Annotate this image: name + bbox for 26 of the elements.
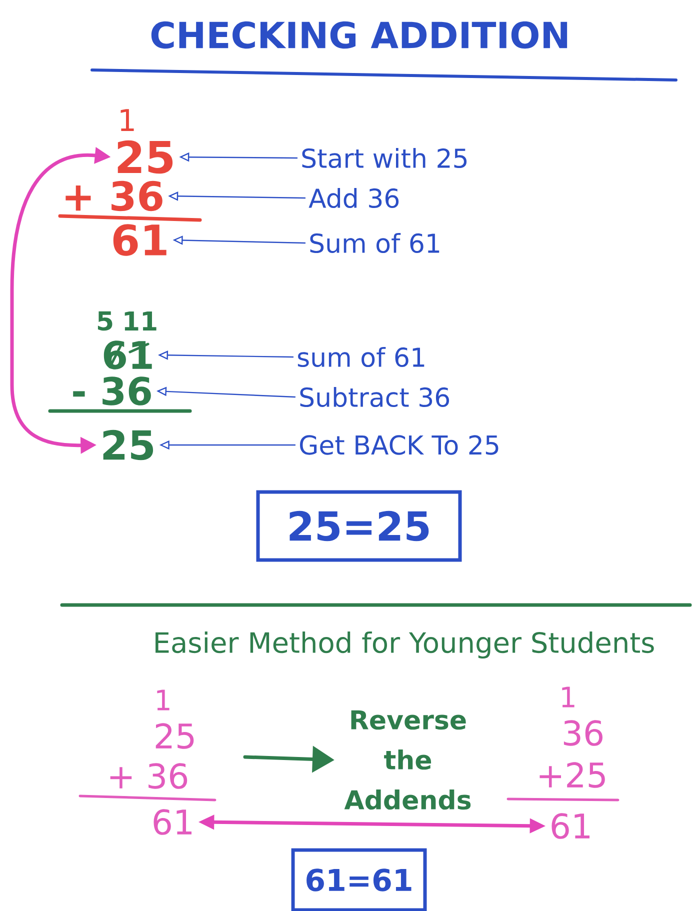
number: 36	[564, 720, 602, 746]
result-box: 25=25	[256, 490, 462, 562]
section-heading: Easier Method for Younger Students	[156, 631, 654, 659]
carry-digit: 1	[562, 686, 574, 708]
annotation-text: Sum of 61	[310, 232, 440, 254]
number: 61	[154, 809, 192, 835]
number: + 36	[110, 763, 188, 789]
carry-digit: 1	[120, 109, 134, 131]
number: 61	[113, 224, 166, 256]
annotation-text: Get BACK To 25	[300, 435, 498, 455]
result-box: 61=61	[291, 848, 427, 911]
carry-digit: 1	[157, 690, 170, 710]
number: 25	[118, 140, 173, 174]
number: + 36	[66, 180, 162, 212]
annotation-text: Subtract 36	[300, 386, 450, 408]
number: +25	[540, 762, 605, 788]
number: 61	[552, 813, 590, 839]
number: - 36	[73, 376, 151, 406]
annotation-text: Add 36	[308, 188, 399, 208]
annotation-text: sum of 61	[298, 346, 424, 368]
number: 25	[103, 430, 154, 460]
note-text: Reverse the Addends	[344, 710, 471, 810]
carry-digit: 5	[98, 311, 112, 331]
title: CHECKING ADDITION	[151, 21, 568, 49]
annotation-text: Start with 25	[302, 148, 467, 168]
number: 25	[156, 723, 194, 749]
